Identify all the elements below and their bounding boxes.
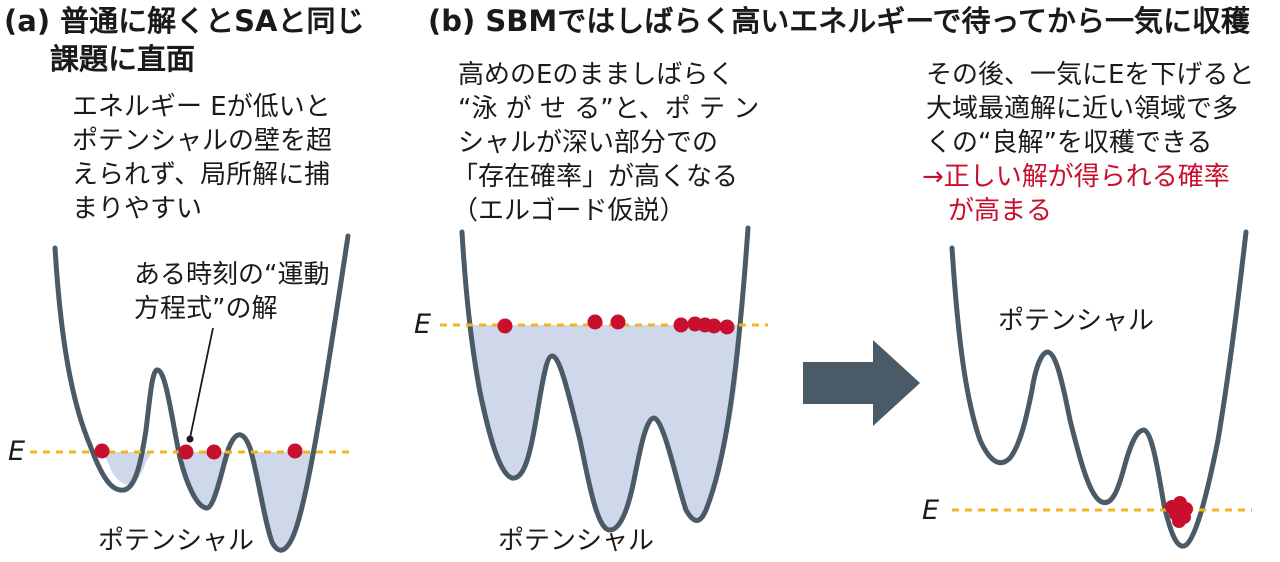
panel-b-desc-line: “泳 が せ る”と、ポ テ ン: [458, 94, 760, 124]
panel-a-desc-line: えられず、局所解に捕: [72, 160, 331, 190]
panel-a-potential-curve: [52, 233, 351, 553]
panel-c-desc-line: くの“良解”を収穫できる: [926, 128, 1213, 158]
panel-a-annotation-line: 方程式”の解: [134, 294, 278, 324]
panel-c-desc-line: その後、一気にEを下げると: [926, 60, 1255, 90]
particle-dot: [673, 317, 689, 333]
panel-b-energy-label: E: [414, 309, 432, 340]
particle-dot: [178, 444, 194, 460]
particle-dot: [587, 314, 603, 330]
particle-dot: [287, 443, 303, 459]
panel-c-result-line: →正しい解が得られる確率: [922, 162, 1230, 192]
panel-a-desc-line: ポテンシャルの壁を超: [72, 126, 333, 156]
panel-c-potential-curve: [949, 229, 1249, 549]
panel-b-potential-curve: [459, 225, 751, 533]
panel-a-energy-label: E: [8, 436, 26, 467]
particle-dot: [497, 318, 513, 334]
particle-dot: [719, 319, 735, 335]
particle-dot: [206, 444, 222, 460]
panel-a-title-line1: (a) 普通に解くとSAと同じ: [4, 4, 365, 38]
panel-b-title: (b) SBMではしばらく高いエネルギーで待ってから一気に収穫: [428, 4, 1251, 38]
transition-arrow: [803, 340, 920, 426]
panel-c-potential-label: ポテンシャル: [998, 306, 1155, 336]
panel-a-filled-region: [103, 452, 152, 485]
panel-b-desc-line: 「存在確率」が高くなる: [452, 162, 739, 192]
panel-a-annotation-dot: [186, 435, 194, 443]
panel-a-desc-line: エネルギー Eが低いと: [72, 92, 331, 122]
panel-b-desc-line: 高めのEのまましばらく: [458, 60, 735, 90]
particle-dot: [94, 443, 110, 459]
panel-a-potential-label: ポテンシャル: [98, 526, 255, 556]
panel-b-filled-region: [467, 325, 742, 530]
panel-b-desc-line: シャルが深い部分での: [458, 128, 719, 158]
panel-b-potential-label: ポテンシャル: [498, 526, 655, 556]
panel-a-filled-region: [178, 452, 232, 508]
particle-dot: [706, 318, 722, 334]
panel-c-desc-line: 大域最適解に近い領域で多: [926, 94, 1239, 124]
panel-a-annotation-line: ある時刻の“運動: [134, 260, 330, 290]
panel-a-annotation-pointer: [189, 327, 214, 439]
panel-a-desc-line: まりやすい: [72, 194, 203, 224]
panel-c-result-line: が高まる: [948, 196, 1053, 226]
panel-a-title-line2: 課題に直面: [50, 42, 196, 76]
panel-b-desc-line: （エルゴード仮説）: [452, 196, 686, 226]
panel-c-energy-label: E: [922, 495, 940, 526]
panel-a-graphic: [30, 233, 354, 553]
particle-dot: [610, 314, 626, 330]
panel-b-graphic: [440, 225, 768, 533]
panel-c-graphic: [949, 229, 1252, 549]
particle-dot: [1172, 514, 1186, 528]
